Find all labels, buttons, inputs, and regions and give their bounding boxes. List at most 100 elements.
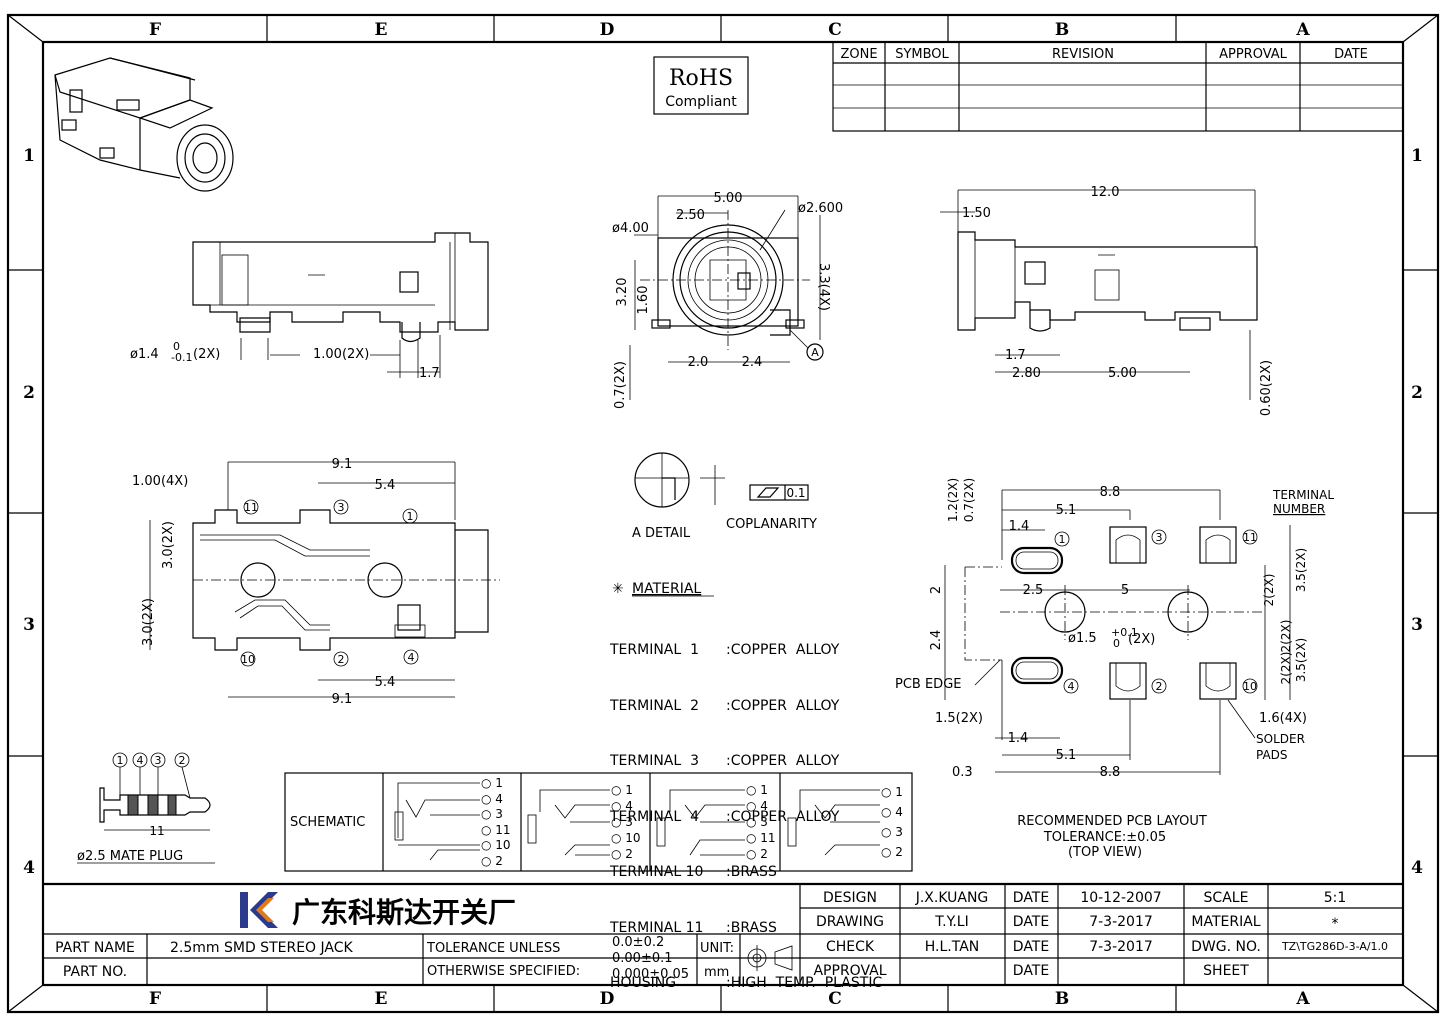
pcb-dim-row-gap-3: 2(2X) [1279, 652, 1293, 685]
row-drawing-name: T.Y.LI [934, 914, 968, 930]
top-dim-span-bottom: 5.4 [375, 675, 396, 690]
pcb-dim-edge: 2 [929, 586, 944, 594]
side-dim-length: 12.0 [1091, 185, 1120, 200]
coplanarity-label: COPLANARITY [726, 517, 817, 532]
material-row-name: TERMINAL 11 [610, 919, 704, 936]
zone-col-b-bottom: B [1055, 989, 1069, 1009]
pcb-dim-pad-size: 1.6(4X) [1259, 711, 1307, 726]
material-row-value: :COPPER ALLOY [726, 753, 840, 769]
end-dim-inner-dia: ø2.600 [798, 201, 843, 216]
material-row-value: :HIGH TEMP. PLASTIC [726, 975, 883, 991]
row-approval-label: APPROVAL [813, 963, 886, 979]
pcb-dim-hole-dia: ø1.5 [1068, 631, 1097, 646]
schematic-label: SCHEMATIC [290, 815, 365, 830]
pcb-dim-row-span-1: 3.5(2X) [1294, 548, 1308, 592]
pcb-dim-row-gap-1: 2(2X) [1262, 574, 1276, 607]
row-drawing-date-label: DATE [1013, 914, 1049, 930]
zone-dividers [8, 15, 1438, 1012]
material-row-value: :BRASS [726, 919, 777, 936]
material-row-name: TERMINAL 3 [610, 753, 699, 769]
pcb-dim-hole-tol-minus: 0 [1113, 637, 1120, 650]
row-design-date-label: DATE [1013, 890, 1049, 906]
pcb-dim-row-gap-2: 2(2X) [1279, 620, 1293, 653]
plug-label: ø2.5 MATE PLUG [77, 849, 183, 864]
material-row: TERMINAL 1:COPPER ALLOY [610, 641, 882, 660]
material-list: ✳ MATERIAL [612, 581, 714, 597]
zone-row-4-right: 4 [1411, 858, 1423, 878]
pcb-dim-hole-pitch: 5 [1121, 583, 1129, 598]
plug-pin-3: 3 [155, 754, 162, 767]
pcb-dim-hole-tol-plus: +0.1 [1111, 626, 1138, 639]
row-material-label: MATERIAL [1191, 914, 1260, 930]
zone-row-2-left: 2 [23, 383, 35, 403]
rev-header-approval: APPROVAL [1219, 47, 1288, 62]
top-terminal-3: 3 [338, 501, 345, 514]
pcb-terminal-11: 11 [1243, 531, 1257, 544]
rev-header-revision: REVISION [1052, 47, 1114, 62]
rohs-subtitle: Compliant [665, 94, 737, 110]
row-check-date: 7-3-2017 [1089, 939, 1153, 955]
row-design-date: 10-12-2007 [1080, 890, 1161, 906]
material-row: TERMINAL 4:COPPER ALLOY [610, 808, 882, 827]
material-row-name: TERMINAL 10 [610, 864, 704, 880]
unit-value: mm [704, 965, 729, 980]
zone-col-e-top: E [375, 20, 388, 40]
zone-row-3-right: 3 [1411, 615, 1423, 635]
pcb-terminal-3: 3 [1156, 531, 1163, 544]
end-dim-width: 5.00 [714, 191, 743, 206]
pcb-label-terminal: TERMINAL [1272, 488, 1334, 502]
pcb-dim-overall-top: 8.8 [1100, 485, 1121, 500]
top-terminal-10: 10 [241, 653, 255, 666]
end-dim-side: 3.3(4X) [816, 263, 831, 311]
material-row-name: TERMINAL 2 [610, 697, 699, 714]
zone-row-1-left: 1 [23, 146, 35, 166]
revision-table: ZONE SYMBOL REVISION APPROVAL DATE [832, 41, 1404, 132]
plug-pin-2: 2 [179, 754, 186, 767]
end-dim-outer-dia: ø4.00 [612, 221, 649, 236]
tolerance-3dp: 0.000±0.05 [612, 967, 689, 982]
detail-a-label: A DETAIL [632, 526, 691, 541]
top-dim-pitch-lower: 3.0(2X) [141, 598, 156, 646]
schematic-group-4: ○ 1 ○ 4 ○ 3 ○ 2 [881, 782, 903, 862]
zone-col-f-bottom: F [149, 989, 161, 1009]
coplanarity-value: 0.1 [786, 486, 805, 500]
rohs-mark: RoHS Compliant [653, 56, 749, 115]
zone-row-2-right: 2 [1411, 383, 1423, 403]
end-dim-foot: 0.7(2X) [613, 361, 628, 409]
zone-row-4-left: 4 [23, 858, 35, 878]
material-row-name: TERMINAL 1 [610, 642, 699, 658]
front-dim-hole-tol-plus: 0 [173, 340, 180, 353]
company-name: 广东科斯达开关厂 [292, 896, 516, 929]
rev-header-symbol: SYMBOL [895, 47, 949, 62]
pcb-dim-slot-width: 0.7(2X) [962, 478, 976, 522]
row-check-label: CHECK [826, 939, 875, 955]
top-terminal-1: 1 [407, 510, 414, 523]
side-dim-flange: 1.50 [962, 206, 991, 221]
zone-col-c-top: C [828, 20, 842, 40]
part-no-label: PART NO. [63, 964, 127, 980]
top-dim-overall-bottom: 9.1 [332, 692, 353, 707]
pcb-dim-span-bottom: 5.1 [1056, 748, 1077, 763]
pcb-dim-slot-height: 1.2(2X) [946, 478, 960, 522]
pcb-layout: 8.8 5.1 1.4 1.2(2X) 0.7(2X) 2.5 5 2 2.4 … [895, 478, 1334, 860]
row-dwg-value: TZ\TG286D-3-A/1.0 [1281, 940, 1388, 953]
pcb-dim-hole-offset: 2.5 [1023, 583, 1044, 598]
schematic-terminal: ○ 2 [611, 847, 633, 861]
schematic-group-1: ○ 1 ○ 4 ○ 3 ○ 11 ○ 10 ○ 2 [481, 776, 511, 869]
pcb-label-pcb-edge: PCB EDGE [895, 677, 961, 692]
pcb-terminal-10: 10 [1243, 680, 1257, 693]
schematic-terminal: ○ 4 [481, 791, 503, 806]
pcb-dim-slot-bottom: 1.4 [1008, 731, 1029, 746]
tolerance-1dp: 0.0±0.2 [612, 935, 664, 950]
schematic-terminal: ○ 3 [746, 815, 768, 829]
rev-header-date: DATE [1334, 47, 1368, 62]
end-dim-height: 3.20 [615, 278, 630, 307]
material-row: TERMINAL 3 :COPPER ALLOY [610, 752, 882, 771]
tolerance-2dp: 0.00±0.1 [612, 951, 673, 966]
end-dim-left-foot: 2.0 [688, 355, 709, 370]
schematic-terminal: ○ 3 [481, 807, 503, 821]
schematic-terminal: ○ 10 [611, 831, 641, 845]
tolerance-line2: OTHERWISE SPECIFIED: [427, 964, 580, 979]
schematic-terminal: ○ 3 [611, 815, 633, 829]
material-asterisk: ✳ [612, 581, 624, 597]
